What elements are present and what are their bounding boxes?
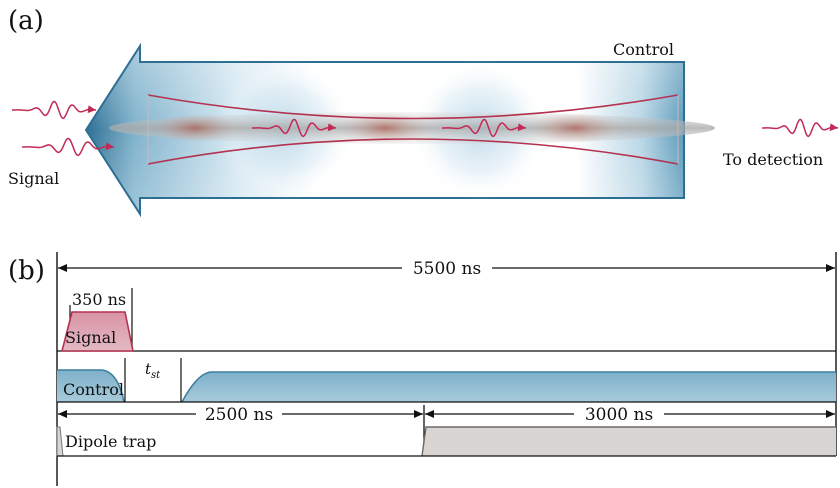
- panel-b-label: (b): [8, 256, 45, 286]
- signal-beam-waist: [147, 94, 679, 165]
- stored-wave-packet-2: [442, 118, 527, 138]
- stored-wave-packet-1: [252, 118, 337, 138]
- control-row: [57, 358, 836, 403]
- output-wave-packet: [762, 118, 839, 138]
- panel-a-label: (a): [8, 6, 44, 36]
- control-label: Control: [613, 40, 674, 59]
- input-wave-packet-2: [22, 137, 115, 157]
- spin-wave-blob-1: [153, 113, 237, 143]
- detection-label: To detection: [723, 150, 823, 169]
- control-row-label: Control: [63, 380, 124, 399]
- dipole-row-label: Dipole trap: [65, 432, 156, 451]
- first-interval-label: 2500 ns: [205, 405, 273, 425]
- total-duration-label: 5500 ns: [413, 259, 481, 279]
- signal-duration-label: 350 ns: [72, 290, 126, 309]
- signal-pulse: [60, 311, 134, 352]
- spin-wave-blob-3: [530, 112, 620, 144]
- spin-wave-blob-2: [340, 112, 430, 144]
- storage-time-label: tst: [145, 360, 161, 381]
- interval-arrows: [58, 405, 835, 456]
- dipole-trap-row: [56, 426, 836, 457]
- signal-row-label: Signal: [65, 328, 116, 347]
- second-interval-label: 3000 ns: [585, 405, 653, 425]
- wave-packets: [12, 100, 839, 157]
- input-wave-packet-1: [12, 100, 97, 120]
- signal-row: [57, 288, 836, 352]
- signal-label: Signal: [8, 169, 59, 188]
